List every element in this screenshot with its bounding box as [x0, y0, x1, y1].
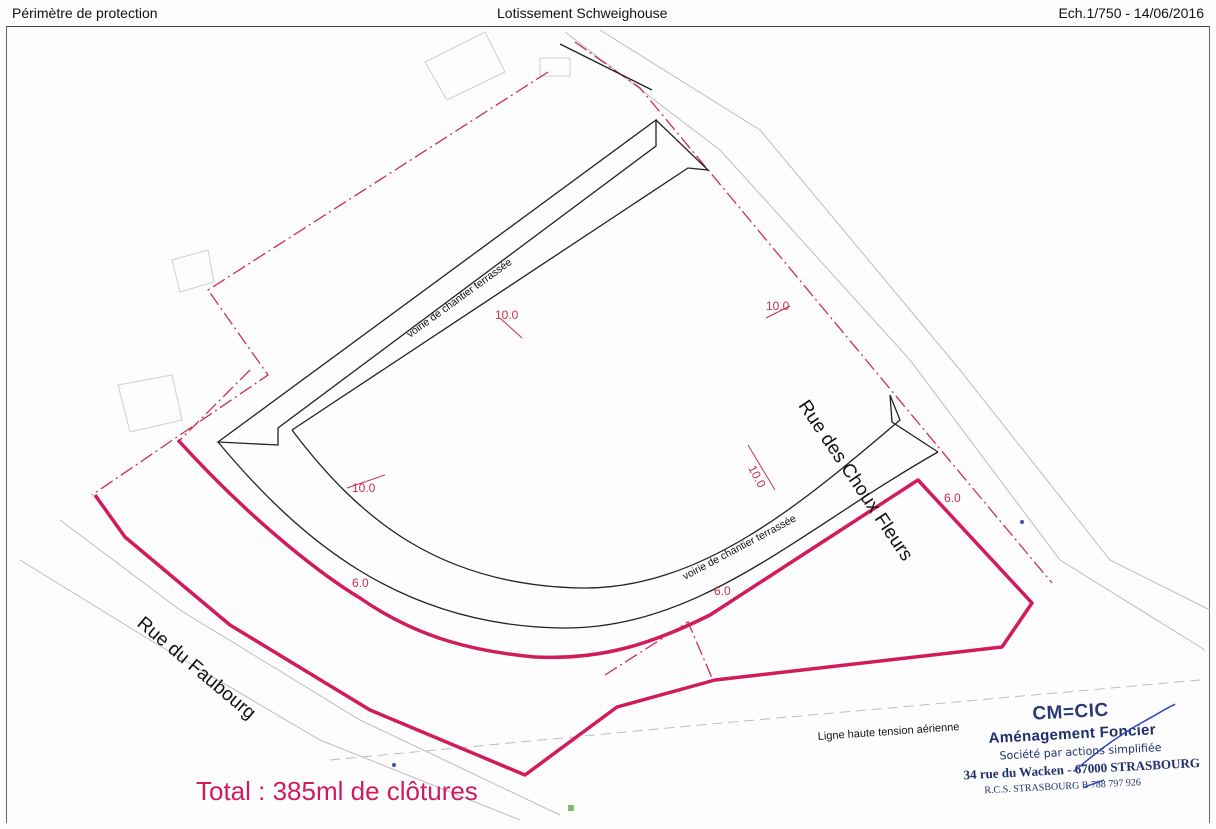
tick-d3: [346, 474, 386, 489]
tick-d1: [499, 317, 523, 339]
perimeter-corner-west: [179, 369, 251, 441]
fence-perimeter-path: [93, 438, 1034, 777]
dimension-label-d6: 6.0: [714, 584, 731, 598]
dimension-label-d5: 6.0: [352, 576, 369, 590]
dimension-ticks: [346, 305, 791, 491]
street-edge-sw-2: [59, 519, 561, 816]
road-label-upper: voirie de chantier terrassée: [405, 256, 515, 340]
upper-road-edge-inner: [291, 119, 710, 431]
perimeter-south-notch: [604, 621, 713, 679]
north-access-line: [559, 43, 653, 91]
power-line-trace: [329, 679, 1201, 761]
dimension-label-d1: 10.0: [495, 308, 519, 322]
tick-d4: [747, 444, 776, 491]
dimension-label-d4: 10.0: [745, 463, 768, 490]
frame-left-line: [6, 26, 7, 823]
tick-d2: [765, 305, 791, 319]
faint-building-small: [539, 57, 571, 77]
perimeter-east-boundary: [574, 41, 1053, 584]
dimension-label-d7: 6.0: [944, 491, 961, 505]
lower-road-edge-inner: [291, 394, 939, 589]
fence-total-label: Total : 385ml de clôtures: [196, 776, 478, 806]
road-label-lower: voirie de chantier terrassée: [681, 513, 799, 583]
lower-road-edge-outer: [217, 441, 939, 629]
dimension-label-d2: 10.0: [766, 299, 790, 313]
header-project-name: Lotissement Schweighouse: [497, 5, 668, 21]
street-edges: [19, 29, 1211, 821]
faint-building-north: [424, 31, 506, 101]
dimension-label-d3: 10.0: [352, 481, 376, 495]
survey-marker-south: [392, 763, 396, 767]
faint-buildings: [117, 31, 571, 433]
frame-right-line: [1209, 26, 1210, 823]
green-marker: [568, 805, 574, 811]
street-edge-sw-1: [19, 559, 521, 821]
stamp-signature: [1073, 703, 1176, 788]
road-outlines: [216, 43, 939, 629]
protection-perimeter: [91, 41, 1053, 679]
power-line-label: Ligne haute tension aérienne: [817, 721, 959, 743]
header-scale-date: Ech.1/750 - 14/06/2016: [1058, 5, 1204, 21]
frame-top-line: [6, 26, 1210, 27]
faint-building-southwest: [117, 374, 183, 433]
header-perimeter-title: Périmètre de protection: [12, 5, 158, 21]
upper-road-edge-outer: [216, 118, 657, 446]
fence-lines: [93, 438, 1034, 777]
faint-building-west: [171, 249, 215, 293]
company-stamp: CM=CIC Aménagement Foncier Société par a…: [950, 694, 1215, 807]
street-edge-east-1: [564, 31, 1206, 651]
survey-marker-east: [1020, 520, 1024, 524]
street-edge-east-2: [599, 29, 1211, 611]
perimeter-west-boundary: [91, 71, 549, 496]
